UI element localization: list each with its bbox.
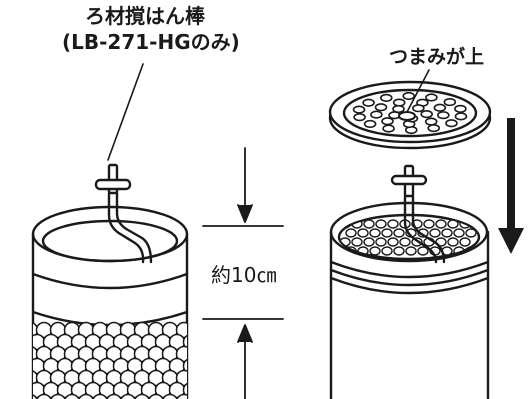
- filter-media-ball: [345, 228, 357, 238]
- filter-media-ball: [435, 219, 447, 229]
- lid-hole: [424, 117, 438, 126]
- filter-media-ball: [363, 219, 375, 229]
- filter-media-balls-left: [33, 321, 187, 399]
- lid-hole: [363, 119, 377, 129]
- perforated-lid: [328, 80, 492, 150]
- lid-hole: [353, 113, 366, 122]
- filter-media-ball: [369, 228, 381, 238]
- filter-media-ball: [417, 228, 429, 238]
- lid-hole: [427, 124, 440, 133]
- filter-media-ball: [36, 393, 52, 399]
- lid-hole: [370, 110, 383, 119]
- lid-hole: [443, 97, 457, 107]
- filter-media-ball: [351, 237, 363, 247]
- filter-media-ball: [447, 237, 459, 247]
- lid-hole: [412, 104, 425, 113]
- filter-media-ball: [50, 393, 66, 399]
- filter-media-ball: [441, 228, 453, 238]
- lid-knob-icon: [398, 111, 416, 121]
- filter-media-ball: [369, 246, 381, 256]
- filter-media-ball: [78, 393, 94, 399]
- knob-up-label: つまみが上: [389, 46, 485, 68]
- lid-hole: [392, 104, 405, 114]
- filter-media-balls-right: [340, 219, 477, 256]
- filter-media-ball: [92, 393, 108, 399]
- filter-media-ball: [148, 393, 164, 399]
- lid-hole: [402, 91, 416, 101]
- stirring-rod-left: [94, 163, 153, 264]
- filter-media-ball: [381, 228, 393, 238]
- filter-media-ball: [387, 237, 399, 247]
- filter-media-ball: [399, 237, 411, 247]
- filter-media-ball: [33, 394, 38, 399]
- lid-hole: [380, 93, 393, 102]
- stirring-rod-right: [390, 164, 446, 264]
- lid-hole: [381, 117, 394, 126]
- dimension-marker-10cm: [202, 147, 284, 399]
- lid-hole: [374, 103, 388, 112]
- filter-media-ball: [417, 246, 429, 256]
- down-arrow-icon: [498, 118, 524, 254]
- filter-media-ball: [393, 228, 405, 238]
- filter-media-ball: [453, 228, 465, 238]
- filter-media-ball: [175, 321, 187, 339]
- filter-media-ball: [459, 237, 471, 247]
- filter-media-ball: [405, 246, 417, 256]
- filter-media-ball: [375, 219, 387, 229]
- right-canister: [329, 201, 490, 399]
- filter-media-ball: [134, 393, 150, 399]
- filter-media-ball: [182, 358, 187, 374]
- lid-hole: [425, 93, 438, 102]
- filter-media-ball: [357, 228, 369, 238]
- filter-media-ball: [176, 393, 187, 399]
- filter-media-ball: [393, 246, 405, 256]
- filter-media-ball: [182, 334, 187, 350]
- filter-media-ball: [162, 393, 178, 399]
- lid-hole: [420, 109, 433, 119]
- leader-line-knob: [406, 69, 430, 113]
- filter-media-ball: [182, 382, 187, 398]
- lid-hole: [454, 104, 467, 113]
- filter-media-ball: [381, 246, 393, 256]
- filter-media-ball: [387, 219, 399, 229]
- filter-media-ball: [363, 237, 375, 247]
- lid-hole: [382, 124, 395, 133]
- lid-hole: [437, 111, 450, 120]
- stirring-rod-model-note: (LB-271-HGのみ): [62, 30, 240, 54]
- filter-media-ball: [175, 345, 187, 363]
- filter-media-ball: [375, 237, 387, 247]
- filter-media-ball: [423, 219, 435, 229]
- filter-media-ball: [106, 393, 122, 399]
- filter-media-ball: [465, 228, 477, 238]
- leader-line-stirrer: [107, 63, 144, 161]
- depth-dimension-label: 約10㎝: [211, 263, 277, 287]
- stirring-rod-label: ろ材撹はん棒: [85, 4, 205, 28]
- filter-media-ball: [429, 228, 441, 238]
- lid-hole: [362, 98, 375, 107]
- filter-media-ball: [64, 393, 80, 399]
- filter-media-ball: [120, 393, 136, 399]
- lid-hole: [445, 119, 458, 128]
- lid-hole: [433, 103, 447, 112]
- lid-hole: [352, 105, 366, 114]
- lid-hole: [454, 112, 468, 121]
- filter-media-ball: [175, 369, 187, 387]
